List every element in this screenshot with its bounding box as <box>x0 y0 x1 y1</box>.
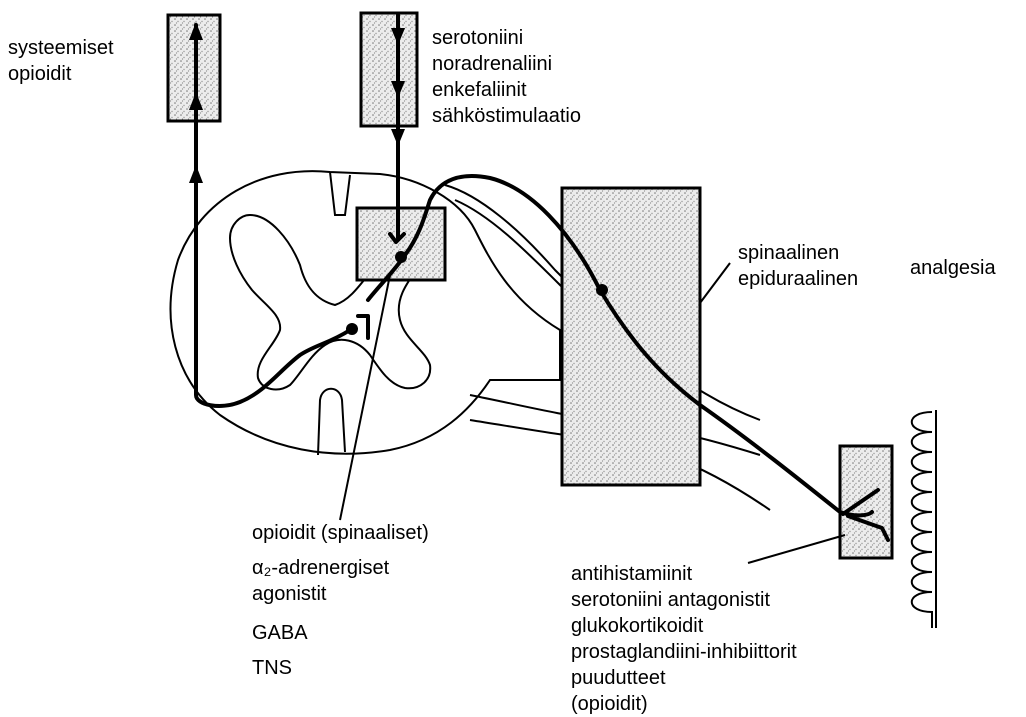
peripheral-box <box>840 446 892 558</box>
descending-label: serotoniini noradrenaliini enkefaliinit … <box>432 27 581 127</box>
svg-text:serotoniini antagonistit: serotoniini antagonistit <box>571 589 770 611</box>
svg-text:sähköstimulaatio: sähköstimulaatio <box>432 105 581 127</box>
svg-text:systeemiset: systeemiset <box>8 37 114 59</box>
svg-text:GABA: GABA <box>252 622 308 644</box>
svg-text:opioidit: opioidit <box>8 63 72 85</box>
svg-text:opioidit (spinaaliset): opioidit (spinaaliset) <box>252 522 429 544</box>
svg-text:agonistit: agonistit <box>252 583 327 605</box>
peripheral-leader-line <box>748 535 845 563</box>
svg-text:epiduraalinen: epiduraalinen <box>738 268 858 290</box>
svg-text:α₂-adrenergiset: α₂-adrenergiset <box>252 557 390 579</box>
svg-text:glukokortikoidit: glukokortikoidit <box>571 615 704 637</box>
svg-text:TNS: TNS <box>252 657 292 679</box>
systemic-opioids-label: systeemiset opioidit <box>8 37 114 85</box>
svg-text:antihistamiinit: antihistamiinit <box>571 563 693 585</box>
peripheral-drugs-label: antihistamiinit serotoniini antagonistit… <box>571 563 797 715</box>
svg-text:enkefaliinit: enkefaliinit <box>432 79 527 101</box>
spinal-drugs-label: opioidit (spinaaliset) α₂-adrenergiset a… <box>252 522 429 679</box>
dorsal-horn-box <box>357 208 445 280</box>
spinal-epidural-label: spinaalinen epiduraalinen <box>738 242 858 290</box>
svg-text:serotoniini: serotoniini <box>432 27 523 49</box>
descending-box <box>361 13 417 126</box>
spinal-leader-line <box>340 275 390 520</box>
epidural-leader-line <box>700 263 730 303</box>
analgesia-label: analgesia <box>910 257 997 279</box>
svg-text:spinaalinen: spinaalinen <box>738 242 839 264</box>
svg-text:(opioidit): (opioidit) <box>571 693 648 715</box>
skin-surface <box>912 412 932 628</box>
svg-text:prostaglandiini-inhibiittorit: prostaglandiini-inhibiittorit <box>571 641 797 663</box>
svg-text:noradrenaliini: noradrenaliini <box>432 53 552 75</box>
svg-text:puudutteet: puudutteet <box>571 667 666 689</box>
